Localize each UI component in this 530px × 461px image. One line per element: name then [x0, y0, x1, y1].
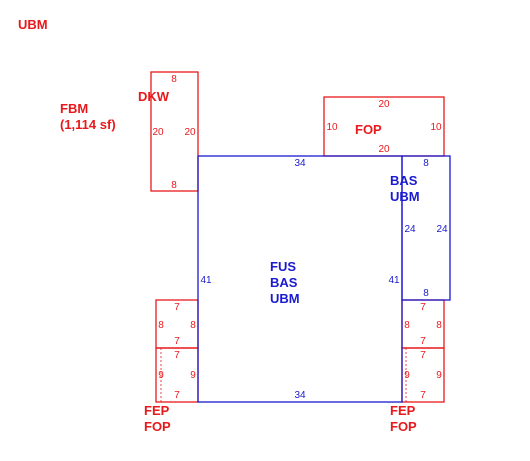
fop-left-label: FOP	[144, 419, 171, 434]
dim-fop-left: 10	[326, 122, 338, 133]
dim-main-top: 34	[294, 158, 306, 169]
dim-lfe2-bottom: 7	[174, 390, 180, 401]
dkw-label: DKW	[138, 89, 170, 104]
dim-main-left: 41	[200, 275, 212, 286]
dim-bas-left: 24	[404, 224, 416, 235]
fbm-label-line2: (1,114 sf)	[60, 117, 116, 132]
dim-bas-right: 24	[436, 224, 448, 235]
dim-lfe2-right: 9	[190, 370, 196, 381]
dim-lfe2-top: 7	[174, 350, 180, 361]
fep-fop-left-label: FEP FOP	[144, 403, 171, 435]
dim-lfe1-bottom: 7	[174, 336, 180, 347]
dim-rfe2-bottom: 7	[420, 390, 426, 401]
dim-dkw-left: 20	[152, 127, 164, 138]
dim-rfe1-top: 7	[420, 302, 426, 313]
main-area-label-line2: BAS	[270, 275, 298, 290]
main-area-label-line1: FUS	[270, 259, 296, 274]
dkw-area	[150, 71, 199, 192]
dim-bas-top: 8	[423, 158, 429, 169]
main-area-label-line3: UBM	[270, 291, 300, 306]
dim-dkw-bottom: 8	[171, 180, 177, 191]
dim-lfe1-right: 8	[190, 320, 196, 331]
main-fus-bas-ubm-area	[197, 155, 403, 403]
dim-rfe1-bottom: 7	[420, 336, 426, 347]
fop-top-label: FOP	[355, 122, 382, 137]
fep-right-label: FEP	[390, 403, 416, 418]
main-area-label: FUS BAS UBM	[270, 259, 300, 307]
fop-right-label: FOP	[390, 419, 417, 434]
dim-main-right: 41	[388, 275, 400, 286]
dim-main-bottom: 34	[294, 390, 306, 401]
dim-rfe2-left: 9	[404, 370, 410, 381]
bas-ubm-label: BAS UBM	[390, 173, 420, 205]
dim-fop-bottom: 20	[378, 144, 390, 155]
dim-fop-top: 20	[378, 99, 390, 110]
bas-ubm-label-line1: BAS	[390, 173, 418, 188]
dim-rfe2-top: 7	[420, 350, 426, 361]
ubm-top-label: UBM	[18, 17, 48, 32]
fep-left-label: FEP	[144, 403, 170, 418]
fep-fop-right-label: FEP FOP	[390, 403, 417, 435]
dim-rfe1-left: 8	[404, 320, 410, 331]
dim-fop-right: 10	[430, 122, 442, 133]
dim-rfe2-right: 9	[436, 370, 442, 381]
bas-ubm-label-line2: UBM	[390, 189, 420, 204]
dim-dkw-right: 20	[184, 127, 196, 138]
fbm-label: FBM (1,114 sf)	[60, 101, 116, 133]
dim-lfe1-top: 7	[174, 302, 180, 313]
dim-dkw-top: 8	[171, 74, 177, 85]
dim-lfe1-left: 8	[158, 320, 164, 331]
fbm-label-line1: FBM	[60, 101, 89, 116]
dim-lfe2-left: 9	[158, 370, 164, 381]
dim-rfe1-right: 8	[436, 320, 442, 331]
dim-bas-bottom: 8	[423, 288, 429, 299]
